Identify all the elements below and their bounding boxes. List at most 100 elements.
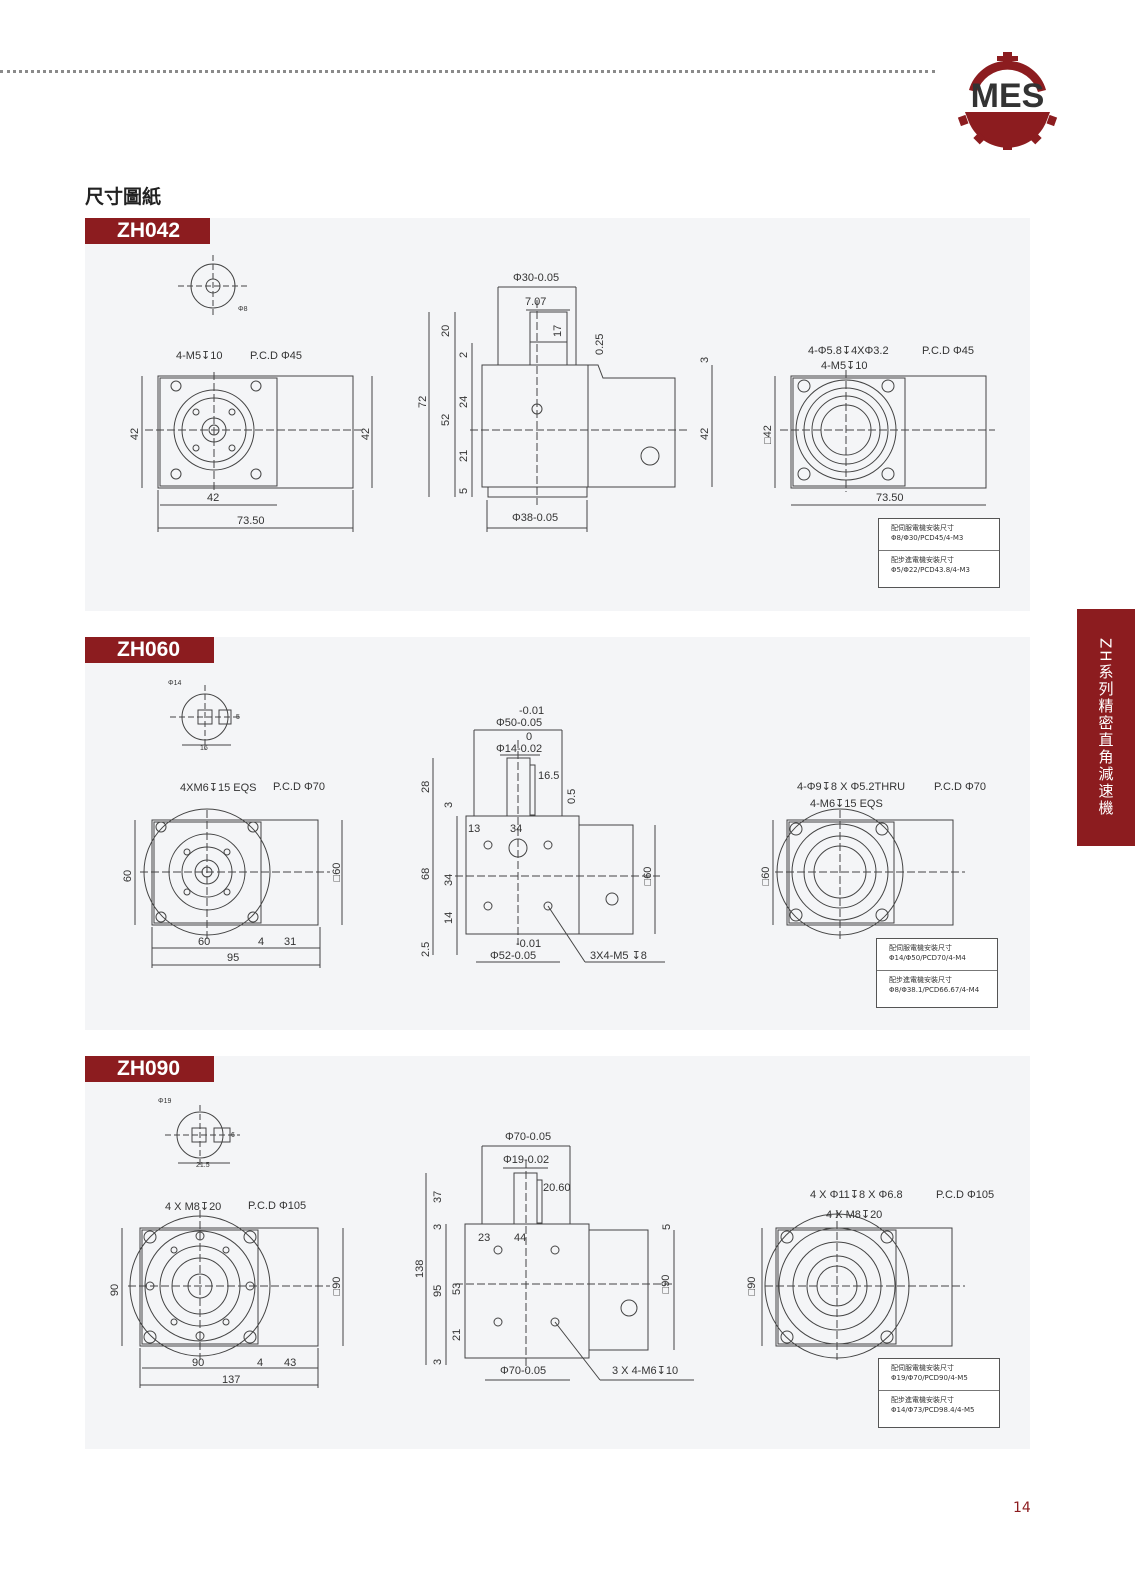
svg-text:5: 5 [661,1224,673,1230]
stepper-spec-value: Φ8/Φ38.1/PCD66.67/4-M4 [889,986,980,994]
svg-text:Φ8: Φ8 [238,306,248,313]
header-dotted-rule [0,70,935,73]
svg-text:72: 72 [417,396,429,408]
svg-text:Φ14: Φ14 [168,680,181,687]
svg-text:68: 68 [420,868,432,880]
svg-text:Φ50-0.05: Φ50-0.05 [496,717,542,729]
svg-text:Φ19-0.02: Φ19-0.02 [503,1154,549,1166]
zh042-side-view [428,286,713,532]
model-tag-zh060: ZH060 [85,637,214,663]
zh060-side-view [432,729,665,963]
svg-text:34: 34 [443,874,455,886]
mes-logo: MES [957,52,1058,150]
svg-text:3: 3 [432,1359,444,1365]
svg-text:5: 5 [458,488,470,494]
svg-text:52: 52 [440,414,452,426]
svg-text:4: 4 [257,1357,263,1369]
zh042-front-view [141,372,373,532]
svg-text:4XM6↧15 EQS: 4XM6↧15 EQS [180,782,256,794]
svg-text:4 X M8↧20: 4 X M8↧20 [165,1201,221,1213]
svg-text:20: 20 [440,325,452,337]
stepper-spec-title: 配步進電機安裝尺寸 [891,556,954,564]
svg-text:P.C.D Φ105: P.C.D Φ105 [936,1189,994,1201]
svg-text:3: 3 [432,1224,444,1230]
svg-text:16.5: 16.5 [538,770,559,782]
stepper-spec-value: Φ5/Φ22/PCD43.8/4-M3 [891,566,971,574]
zh060-spec-box: 配伺服電機安裝尺寸 Φ14/Φ50/PCD70/4-M4 配步進電機安裝尺寸 Φ8/… [876,938,998,1008]
series-side-tab-label: ZH系列精密直角減速機 [1096,638,1115,817]
svg-text:42: 42 [360,428,372,440]
svg-text:Φ38-0.05: Φ38-0.05 [512,512,558,524]
svg-text:28: 28 [420,781,432,793]
svg-text:23: 23 [478,1232,490,1244]
stepper-spec-title: 配步進電機安裝尺寸 [889,976,952,984]
svg-text:3: 3 [699,357,711,363]
svg-text:4-M5↧10: 4-M5↧10 [176,350,223,362]
svg-text:3 X 4-M6↧10: 3 X 4-M6↧10 [612,1365,678,1377]
svg-text:34: 34 [510,823,522,835]
servo-spec-value: Φ14/Φ50/PCD70/4-M4 [889,954,966,962]
zh090-front-view [121,1210,344,1388]
zh060-front-view [134,808,343,968]
svg-text:4 X M8↧20: 4 X M8↧20 [826,1209,882,1221]
zh090-side-view [425,1145,694,1381]
svg-text:31: 31 [284,936,296,948]
svg-text:□90: □90 [331,1277,343,1296]
svg-text:13: 13 [468,823,480,835]
svg-text:-0.01: -0.01 [519,705,544,717]
svg-text:60: 60 [122,870,134,882]
svg-text:3: 3 [443,802,455,808]
svg-text:138: 138 [414,1260,426,1278]
svg-text:P.C.D Φ70: P.C.D Φ70 [273,781,325,793]
svg-text:2: 2 [458,352,470,358]
svg-text:4-M6↧15 EQS: 4-M6↧15 EQS [810,798,883,810]
svg-text:Φ70-0.05: Φ70-0.05 [500,1365,546,1377]
svg-text:□60: □60 [642,867,654,886]
svg-text:21: 21 [451,1329,463,1341]
svg-text:4: 4 [258,936,264,948]
svg-text:2.5: 2.5 [420,942,432,957]
svg-text:73.50: 73.50 [876,492,904,504]
svg-text:3X4-M5 ↧8: 3X4-M5 ↧8 [590,950,647,962]
zh060-shaft-section [170,685,240,750]
svg-text:Φ52-0.05: Φ52-0.05 [490,950,536,962]
svg-text:P.C.D Φ70: P.C.D Φ70 [934,781,986,793]
svg-text:Φ19: Φ19 [158,1098,171,1105]
svg-text:20.60: 20.60 [543,1182,571,1194]
zh090-shaft-section [165,1105,240,1168]
svg-text:21.5: 21.5 [196,1162,210,1169]
svg-text:21: 21 [458,450,470,462]
servo-spec-value: Φ19/Φ70/PCD90/4-M5 [891,1374,968,1382]
svg-text:P.C.D Φ45: P.C.D Φ45 [250,350,302,362]
svg-text:P.C.D Φ45: P.C.D Φ45 [922,345,974,357]
svg-text:43: 43 [284,1357,296,1369]
svg-text:□60: □60 [331,863,343,882]
svg-text:24: 24 [458,396,470,408]
servo-spec-title: 配伺服電機安裝尺寸 [891,1364,954,1372]
svg-text:Φ30-0.05: Φ30-0.05 [513,272,559,284]
svg-text:4-M5↧10: 4-M5↧10 [821,360,868,372]
svg-text:5: 5 [236,714,240,721]
svg-text:60: 60 [198,936,210,948]
svg-text:44: 44 [514,1232,526,1244]
svg-text:16: 16 [200,745,208,752]
page-number: 14 [1013,1500,1031,1516]
svg-text:4 X Φ11↧8 X Φ6.8: 4 X Φ11↧8 X Φ6.8 [810,1189,903,1201]
page-title: 尺寸圖紙 [85,186,162,208]
servo-spec-title: 配伺服電機安裝尺寸 [891,524,954,532]
svg-text:0.5: 0.5 [566,789,578,804]
servo-spec-title: 配伺服電機安裝尺寸 [889,944,952,952]
svg-text:42: 42 [207,492,219,504]
svg-text:90: 90 [109,1284,121,1296]
model-tag-zh042: ZH042 [85,218,210,244]
svg-text:4-Φ9↧8 X Φ5.2THRU: 4-Φ9↧8 X Φ5.2THRU [797,781,905,793]
svg-text:37: 37 [432,1191,444,1203]
svg-text:14: 14 [443,912,455,924]
svg-text:137: 137 [222,1374,240,1386]
svg-text:□60: □60 [760,867,772,886]
svg-text:95: 95 [432,1285,444,1297]
svg-text:Φ70-0.05: Φ70-0.05 [505,1131,551,1143]
model-tag-zh090: ZH090 [85,1056,214,1082]
